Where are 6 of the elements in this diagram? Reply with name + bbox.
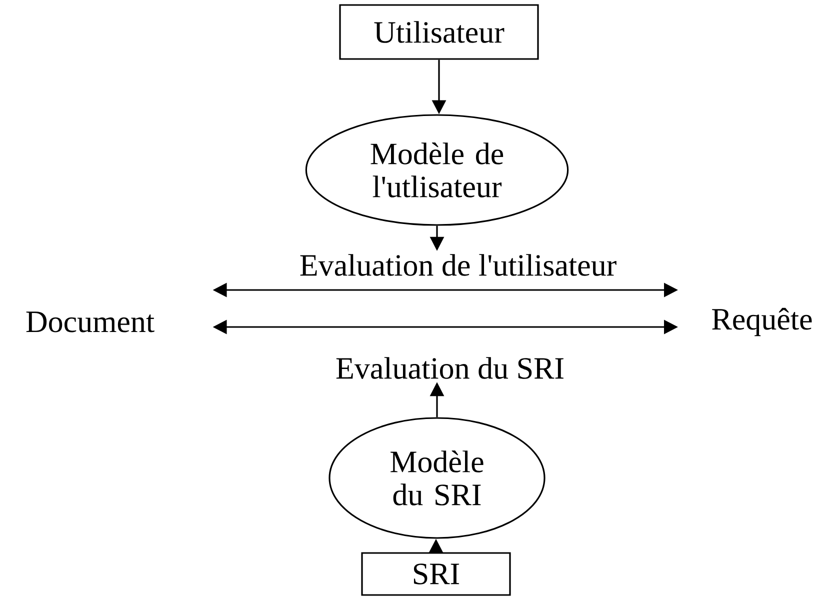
text-label: Evaluation de l'utilisateur (300, 254, 616, 276)
process-box: Utilisateur (339, 4, 539, 60)
text-label: Requête (712, 308, 812, 336)
text-label: Evaluation du SRI (336, 357, 564, 379)
process-box: SRI (361, 552, 511, 596)
text-label: Document (26, 312, 154, 332)
